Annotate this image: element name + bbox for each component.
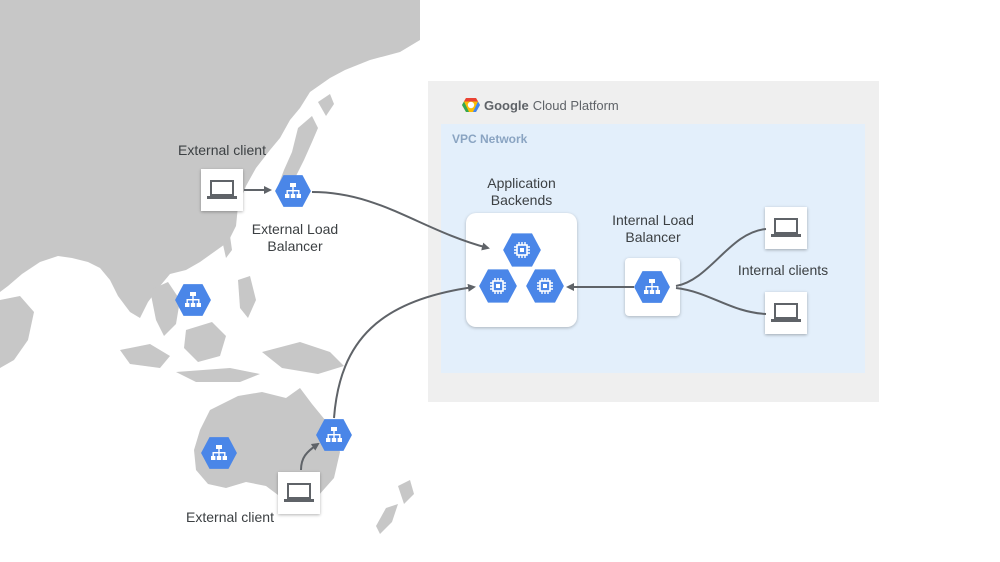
internal-lb-label: Internal Load Balancer [612, 212, 694, 245]
external-client-top-label: External client [178, 142, 266, 158]
app-backends-label: Application Backends [487, 175, 556, 208]
internal-client-1-card[interactable] [765, 207, 807, 249]
external-client-bottom-card[interactable] [278, 472, 320, 514]
internal-client-2-card[interactable] [765, 292, 807, 334]
vpc-title: VPC Network [452, 132, 528, 146]
external-client-top-card[interactable] [201, 169, 243, 211]
external-client-bottom-label: External client [186, 509, 274, 525]
gcp-brand-text: Google [484, 97, 529, 113]
edge-bottom-client-to-lb [300, 442, 320, 471]
laptop-icon [771, 303, 801, 323]
edge-external-lb-to-backends [311, 191, 490, 251]
gcp-product-text: Cloud Platform [532, 97, 619, 113]
app-backends-card[interactable] [466, 213, 577, 327]
edge-bottom-lb-to-backends [333, 283, 476, 419]
compute-chip-icon [513, 241, 531, 259]
external-lb-label: External Load Balancer [251, 221, 339, 254]
gcp-logo-icon [462, 98, 480, 112]
laptop-icon [771, 218, 801, 238]
laptop-icon [284, 483, 314, 503]
internal-clients-label: Internal clients [737, 262, 829, 278]
edge-internal-client-1-to-lb [675, 228, 767, 287]
laptop-icon [207, 180, 237, 200]
edge-internal-client-2-to-lb [675, 287, 767, 315]
gcp-title: Google Cloud Platform [462, 97, 619, 113]
compute-chip-icon [536, 277, 554, 295]
compute-chip-icon [489, 277, 507, 295]
